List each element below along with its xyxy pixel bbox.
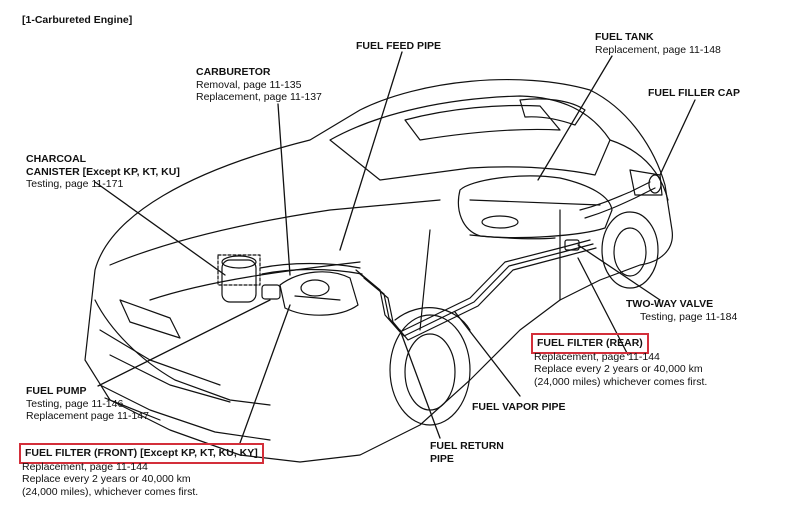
fuel-vapor-pipe-title: FUEL VAPOR PIPE [472,401,566,413]
charcoal-canister-title: CHARCOAL [26,153,87,165]
fuel-pump-title: FUEL PUMP [26,385,87,397]
fuel-filter-rear-line1: Replacement, page 11-144 [534,350,660,363]
label-fuel-return-pipe: FUEL RETURN PIPE [430,440,504,465]
fuel-tank-shape [457,174,662,239]
label-fuel-vapor-pipe: FUEL VAPOR PIPE [472,401,566,414]
fuel-tank-title: FUEL TANK [595,31,654,43]
charcoal-canister-line1: Testing, page 11-171 [26,178,124,190]
leader-lines [94,51,696,444]
fuel-tank-line1: Replacement, page 11-148 [595,43,721,56]
fuel-filter-front-title: FUEL FILTER (FRONT) [Except KP, KT, KU, … [19,443,264,464]
engine-bay-components [217,254,363,316]
fuel-filler-cap-title: FUEL FILLER CAP [648,87,740,99]
label-two-way-valve: TWO-WAY VALVE Testing, page 11-184 [626,298,737,323]
label-fuel-pump: FUEL PUMP Testing, page 11-146 Replaceme… [26,385,149,423]
fuel-pump-line1: Testing, page 11-146 [26,397,124,410]
section-header-text: [1-Carbureted Engine] [22,14,133,26]
fuel-filter-front-line3: (24,000 miles), whichever comes first. [22,485,199,498]
label-fuel-tank: FUEL TANK Replacement, page 11-148 [595,31,721,56]
fuel-filter-rear-line3: (24,000 miles) whichever comes first. [534,375,708,388]
fuel-filter-front-line2: Replace every 2 years or 40,000 km [22,473,191,485]
label-fuel-feed-pipe: FUEL FEED PIPE [356,40,441,53]
fuel-filter-front-line1: Replacement, page 11-144 [22,460,148,473]
section-header: [1-Carbureted Engine] [22,14,132,27]
label-fuel-filler-cap: FUEL FILLER CAP [648,87,740,100]
fuel-return-pipe-title: FUEL RETURN [430,440,504,452]
fuel-filter-rear-title: FUEL FILTER (REAR) [531,333,649,354]
carburetor-line2: Replacement, page 11-137 [196,91,322,103]
label-fuel-filter-rear: FUEL FILTER (REAR) Replacement, page 11-… [531,333,708,388]
label-fuel-filter-front: FUEL FILTER (FRONT) [Except KP, KT, KU, … [19,443,264,498]
fuel-filter-rear-line2: Replace every 2 years or 40,000 km [534,363,703,375]
carburetor-line1: Removal, page 11-135 [196,78,302,91]
fuel-pipes [355,239,597,341]
fuel-feed-pipe-title: FUEL FEED PIPE [356,40,441,52]
fuel-pump-line2: Replacement page 11-147 [26,410,149,422]
label-charcoal-canister: CHARCOAL CANISTER [Except KP, KT, KU] Te… [26,153,180,191]
two-way-valve-line1: Testing, page 11-184 [640,310,738,323]
fuel-return-pipe-title2: PIPE [430,452,454,465]
charcoal-canister-title2: CANISTER [Except KP, KT, KU] [26,165,180,178]
two-way-valve-title: TWO-WAY VALVE [626,298,714,310]
carburetor-title: CARBURETOR [196,66,271,78]
label-carburetor: CARBURETOR Removal, page 11-135 Replacem… [196,66,322,104]
